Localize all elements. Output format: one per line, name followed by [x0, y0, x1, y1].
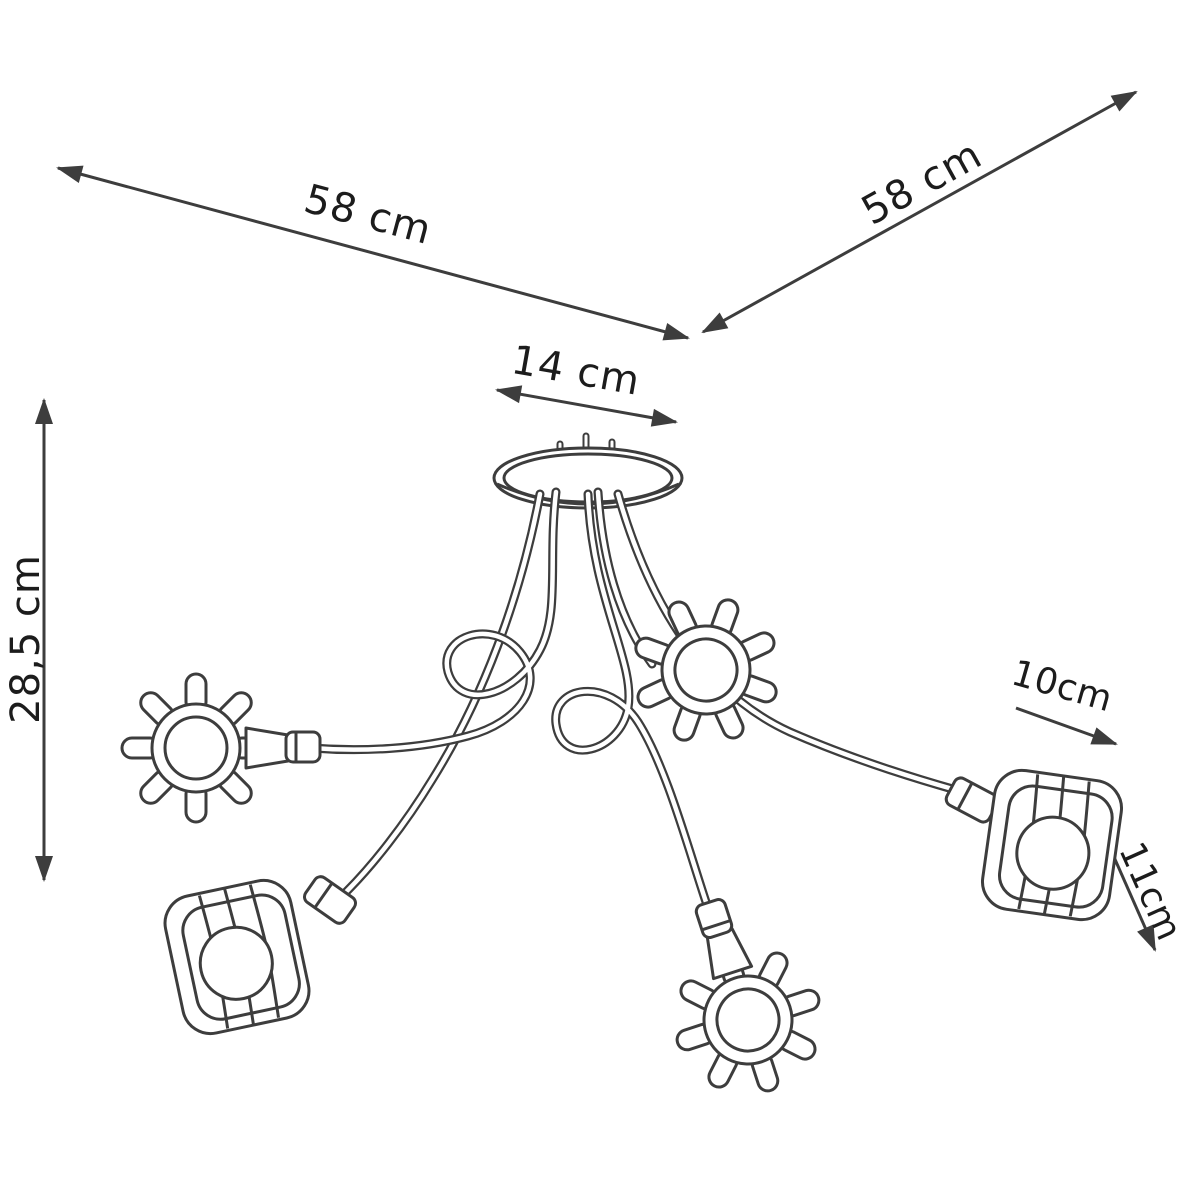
socket	[284, 730, 322, 764]
cage-shade-bottom	[675, 898, 821, 1093]
bulb	[673, 637, 739, 703]
socket-lower-left	[302, 875, 358, 925]
cage-shade-upper	[634, 598, 778, 742]
dim-arrow-shade-height	[1108, 847, 1157, 952]
bulb	[163, 715, 229, 781]
dimension-arrows	[35, 90, 1157, 952]
cage-shade-left	[120, 672, 322, 824]
dim-arrow-depth-right	[701, 90, 1138, 334]
lamp-arms	[312, 492, 956, 938]
dim-label-height: 28,5 cm	[3, 554, 49, 724]
box-shade-right	[981, 768, 1123, 922]
bulb	[715, 987, 781, 1053]
dim-arrow-shade-width	[1015, 706, 1118, 746]
dim-arrow-width-left	[56, 165, 690, 341]
box-shade-lower-left	[163, 878, 311, 1036]
shade-collar	[244, 726, 290, 770]
dim-arrow-canopy	[495, 385, 678, 427]
socket	[694, 898, 734, 940]
